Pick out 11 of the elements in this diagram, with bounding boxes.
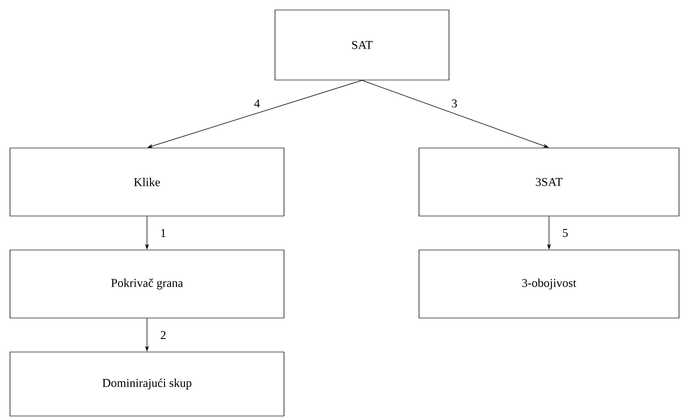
edge-label: 5 [562, 229, 568, 237]
edge-label: 4 [254, 100, 260, 108]
edge-label: 2 [160, 331, 166, 339]
process-box: 3SAT [418, 148, 680, 216]
process-box: Klike [10, 148, 284, 216]
process-box: Dominirajući skup [10, 352, 284, 416]
process-box: 3-obojivost [418, 250, 680, 318]
process-box: SAT [274, 10, 450, 80]
process-box: Pokrivač grana [10, 250, 284, 318]
edge-label: 3 [452, 99, 457, 108]
edge-label: 1 [161, 229, 166, 237]
